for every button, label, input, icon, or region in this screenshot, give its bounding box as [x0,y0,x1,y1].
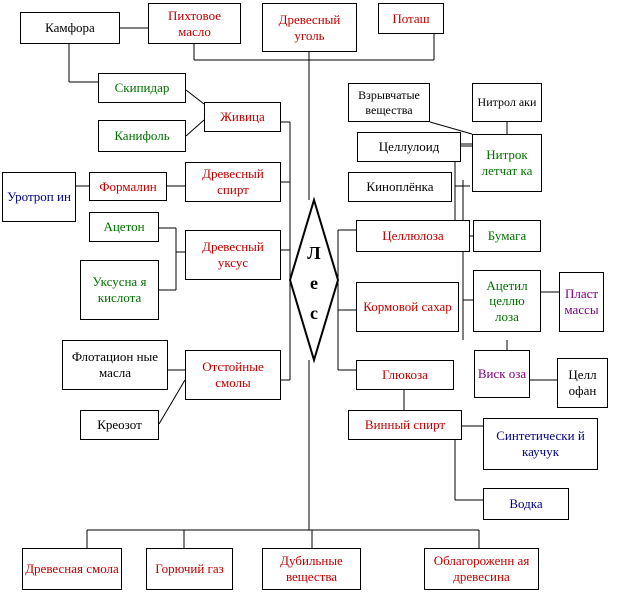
node-oblagor: Облагороженн ая древесина [424,548,539,590]
node-urotropin: Уротроп ин [2,172,76,222]
forest-label-s: с [310,303,318,323]
node-kormovoi: Кормовой сахар [356,282,459,332]
node-drev-uksus: Древесный уксус [185,230,281,280]
node-vzryv: Взрывчатые вещества [348,83,430,122]
node-flotats: Флотацион ные масла [62,340,168,390]
node-kreozot: Креозот [80,410,159,440]
node-dubilnye: Дубильные вещества [262,548,361,590]
node-cellyuloza: Целлюлоза [356,220,470,252]
node-cellofan: Целл офан [557,358,608,408]
node-acetilcell: Ацетил целлю лоза [473,270,541,332]
node-drev-ugol: Древесный уголь [262,3,357,52]
forest-label-l: Л [307,243,321,263]
node-plastmassy: Пласт массы [559,272,604,332]
node-pikhtovoe: Пихтовое масло [148,3,241,44]
node-bumaga: Бумага [473,220,541,252]
node-potash: Поташ [378,3,444,34]
node-sint-kauchuk: Синтетически й каучук [483,418,598,470]
node-otstoi: Отстойные смолы [185,350,281,400]
node-formalin: Формалин [89,172,167,201]
node-nitroklet: Нитрок летчат ка [472,134,542,192]
node-celluloid: Целлулоид [357,132,461,162]
node-uksus-kislota: Уксусна я кислота [80,260,159,320]
node-drev-spirt: Древесный спирт [185,162,281,202]
node-nitrolaki: Нитрол аки [472,83,542,122]
node-kanifol: Канифоль [98,120,186,152]
node-kinoplenka: Киноплёнка [348,172,452,202]
node-glyukoza: Глюкоза [356,360,454,390]
node-aceton: Ацетон [89,212,159,242]
forest-label-e: е [310,273,318,293]
node-zhivitsa: Живица [204,102,281,132]
node-goryuchii: Горючий газ [146,548,233,590]
node-vinny: Винный спирт [348,410,462,440]
node-kamfora: Камфора [20,12,120,44]
node-vodka: Водка [483,488,569,520]
node-drev-smola: Древесная смола [22,548,122,590]
forest-label: Л е с [290,238,338,328]
node-viskoza: Виск оза [474,350,530,398]
node-skipidar: Скипидар [98,73,186,103]
